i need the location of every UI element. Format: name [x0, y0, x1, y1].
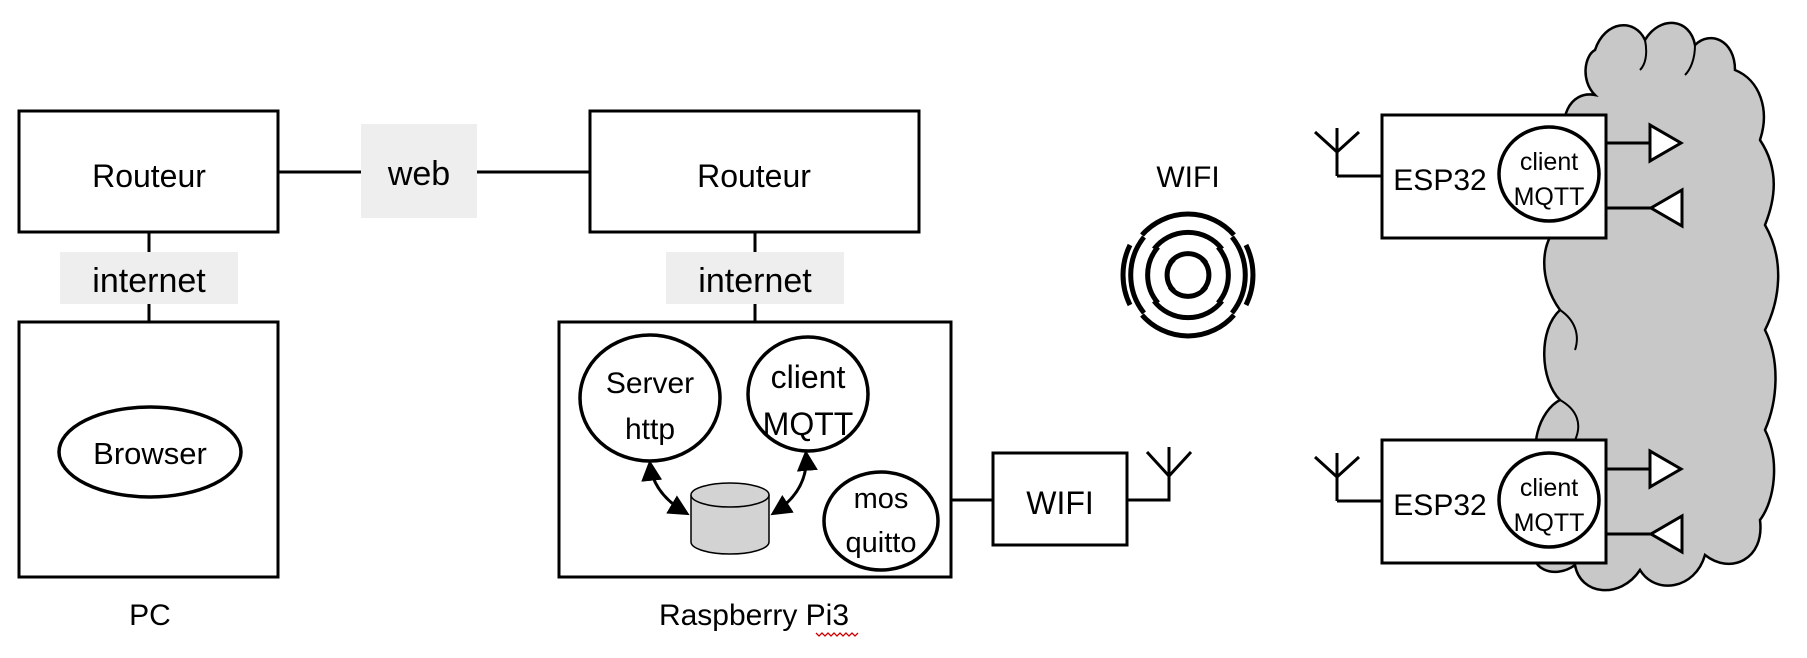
esp32-2-client-line1: client [1520, 474, 1578, 502]
client-mqtt-label-line1: client [771, 359, 846, 395]
browser-ellipse [57, 405, 243, 499]
pc-caption: PC [129, 599, 171, 632]
left-internet-label: internet [92, 262, 206, 300]
right-internet-label: internet [698, 262, 812, 300]
esp32-1-client-line1: client [1520, 148, 1578, 176]
esp32-2-client-line2: MQTT [1514, 509, 1585, 537]
server-http-label-line2: http [625, 413, 675, 446]
right-internet-label-bg [666, 252, 844, 304]
client-mqtt-label-line2: MQTT [763, 406, 854, 442]
wifi-signal-icon [1120, 211, 1256, 339]
esp32-1-label: ESP32 [1393, 164, 1486, 197]
left-router-box [17, 109, 280, 234]
spellcheck-underline [815, 632, 859, 637]
web-label-bg [361, 124, 477, 218]
esp32-device-1 [1313, 113, 1684, 240]
db-to-client-arrow [770, 449, 818, 516]
web-label: web [387, 155, 450, 193]
raspberry-caption: Raspberry Pi3 [659, 599, 849, 632]
esp32-1-client-line2: MQTT [1514, 183, 1585, 211]
wifi-module-label: WIFI [1026, 485, 1094, 521]
left-router-label: Routeur [92, 158, 206, 194]
right-router-box [588, 109, 921, 234]
wifi-module-antenna-wire [1127, 472, 1171, 502]
antenna-icon [1145, 447, 1193, 479]
esp32-device-2 [1313, 438, 1684, 565]
left-internet-label-bg [60, 252, 238, 304]
wifi-module-box [991, 451, 1129, 547]
db-to-server-arrow [641, 459, 690, 516]
right-router-label: Routeur [697, 158, 811, 194]
mosquitto-ellipse [822, 470, 940, 572]
browser-label: Browser [93, 436, 207, 471]
mosquitto-label-line2: quitto [846, 527, 917, 559]
database-icon [690, 482, 770, 555]
mosquitto-label-line1: mos [854, 483, 909, 515]
wifi-label: WIFI [1156, 161, 1219, 194]
esp32-2-label: ESP32 [1393, 489, 1486, 522]
server-http-label-line1: Server [606, 367, 694, 400]
